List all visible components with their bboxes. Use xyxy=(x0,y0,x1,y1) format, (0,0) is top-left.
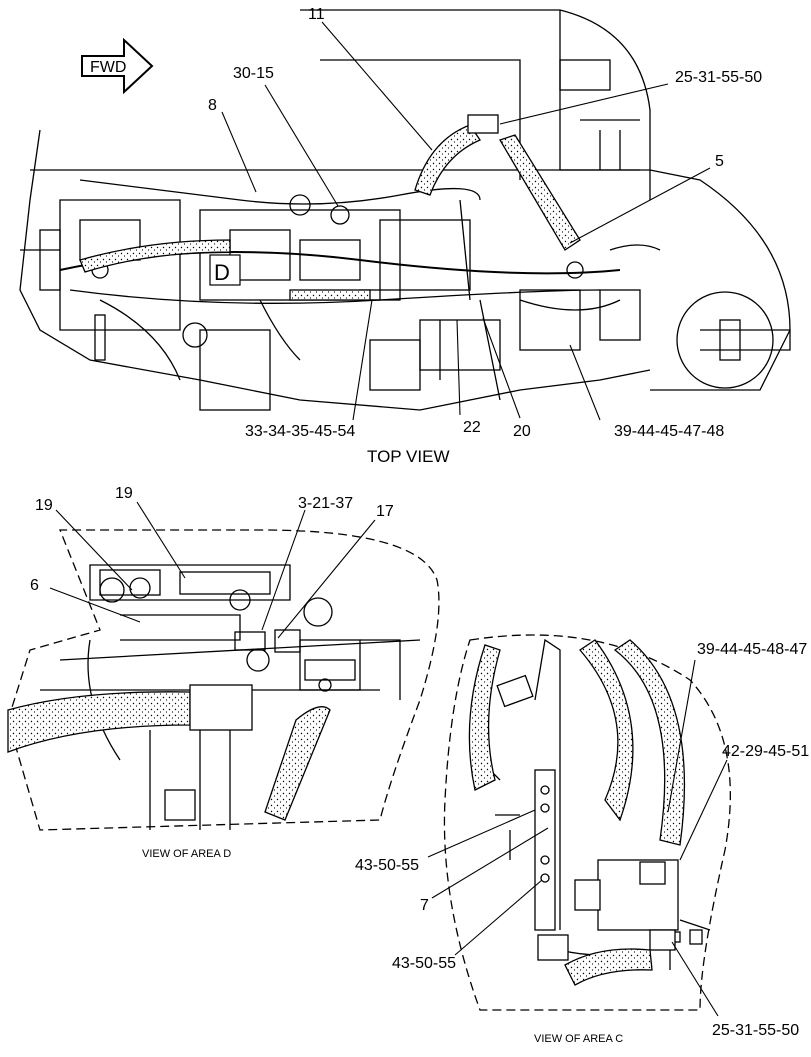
top-view-hoses xyxy=(79,114,581,301)
callout-6: 6 xyxy=(30,577,39,594)
callout-43-50-55-a: 43-50-55 xyxy=(355,857,419,874)
top-view-leaders xyxy=(221,21,711,421)
view-d-caption: VIEW OF AREA D xyxy=(142,848,231,860)
area-d-marker-box xyxy=(209,254,241,286)
area-d-marker: D xyxy=(214,260,230,285)
callout-30-15: 30-15 xyxy=(233,65,274,82)
view-d-drawing xyxy=(7,529,440,831)
fwd-arrow-icon: FWD xyxy=(81,37,154,95)
view-d-hoses xyxy=(7,691,331,821)
view-d-callouts: 19 19 3-21-37 17 6 xyxy=(30,485,394,594)
callout-8: 8 xyxy=(208,97,217,114)
callout-5: 5 xyxy=(715,153,724,170)
callout-39-44-45-48-47: 39-44-45-48-47 xyxy=(697,641,807,658)
callout-19-b: 19 xyxy=(115,485,133,502)
callout-22: 22 xyxy=(463,419,481,436)
callout-43-50-55-b: 43-50-55 xyxy=(392,955,456,972)
callout-3-21-37: 3-21-37 xyxy=(298,495,353,512)
fwd-label: FWD xyxy=(90,59,126,76)
callout-25-31-55-50-c: 25-31-55-50 xyxy=(712,1022,799,1039)
top-view-caption: TOP VIEW xyxy=(367,447,450,466)
callout-42-29-45-51: 42-29-45-51 xyxy=(722,743,809,760)
view-c-hoses xyxy=(468,639,686,986)
callout-39-44-45-47-48: 39-44-45-47-48 xyxy=(614,423,724,440)
callout-7: 7 xyxy=(420,897,429,914)
top-view-callouts: 11 30-15 8 25-31-55-50 5 33-34-35-45-54 … xyxy=(208,6,762,440)
callout-11: 11 xyxy=(308,6,325,23)
view-d-leaders xyxy=(49,501,376,639)
view-c-callouts: 39-44-45-48-47 42-29-45-51 43-50-55 7 43… xyxy=(355,641,809,1039)
callout-20: 20 xyxy=(513,423,531,440)
view-c-components xyxy=(496,674,679,961)
top-view-drawing xyxy=(19,9,791,411)
callout-33-34-35-45-54: 33-34-35-45-54 xyxy=(245,423,355,440)
view-c-caption: VIEW OF AREA C xyxy=(534,1033,623,1045)
callout-25-31-55-50: 25-31-55-50 xyxy=(675,69,762,86)
callout-17: 17 xyxy=(376,503,394,520)
callout-19-a: 19 xyxy=(35,497,53,514)
view-d-clamp xyxy=(189,684,253,731)
view-c-leaders xyxy=(427,659,728,1017)
